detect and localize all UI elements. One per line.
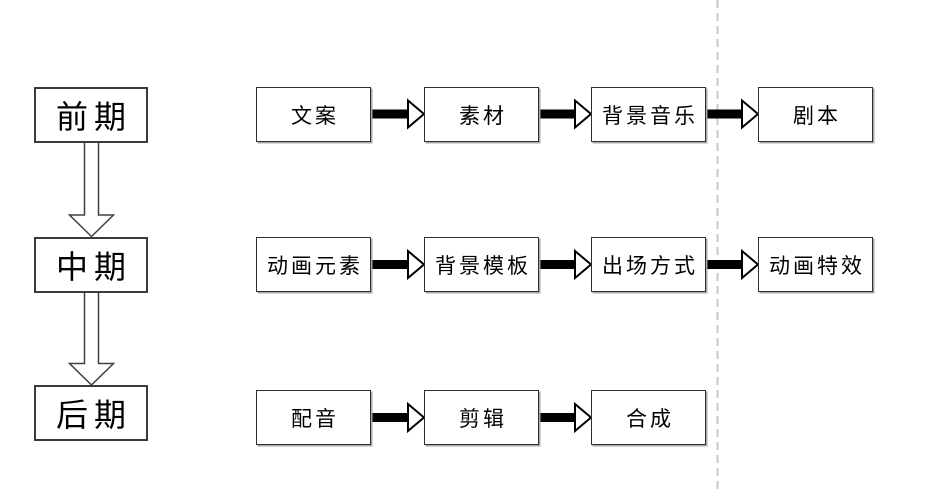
stage-box-late: 后期 <box>34 385 148 441</box>
step-script: 剧本 <box>758 87 873 142</box>
stage-box-mid: 中期 <box>34 237 148 293</box>
step-animation-effects: 动画特效 <box>758 237 873 292</box>
down-arrow-icon-stage2-to-stage3 <box>67 293 116 387</box>
right-arrow-icon-r1-3 <box>705 98 760 130</box>
step-editing: 剪辑 <box>424 390 539 445</box>
step-background-music: 背景音乐 <box>591 87 706 142</box>
down-arrow-icon-stage1-to-stage2 <box>67 143 116 238</box>
right-arrow-icon-r2-1 <box>370 248 426 281</box>
stage-box-early: 前期 <box>34 87 148 143</box>
step-copywriting: 文案 <box>256 87 371 142</box>
right-arrow-icon-r1-1 <box>370 98 426 130</box>
right-arrow-icon-r2-3 <box>705 248 760 281</box>
step-background-template: 背景模板 <box>424 237 539 292</box>
step-dubbing: 配音 <box>256 390 371 445</box>
right-arrow-icon-r3-2 <box>538 401 593 434</box>
right-arrow-icon-r3-1 <box>370 401 426 434</box>
step-entrance-style: 出场方式 <box>591 237 706 292</box>
right-arrow-icon-r2-2 <box>538 248 593 281</box>
right-arrow-icon-r1-2 <box>538 98 593 130</box>
step-materials: 素材 <box>424 87 539 142</box>
step-compositing: 合成 <box>591 390 706 445</box>
step-animation-elements: 动画元素 <box>256 237 371 292</box>
